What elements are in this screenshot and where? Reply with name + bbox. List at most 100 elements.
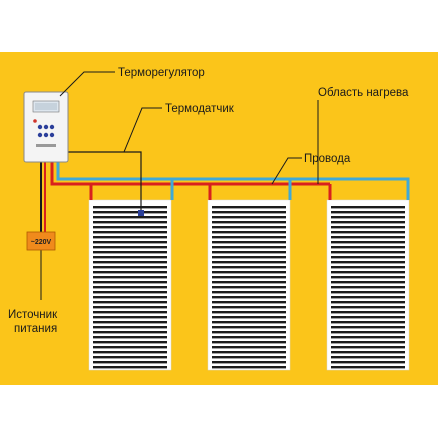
thermostat-button-6 — [49, 132, 55, 138]
heating-stripe — [331, 311, 405, 314]
heating-stripe — [93, 316, 167, 319]
sensor-leader — [123, 107, 162, 153]
heating-stripe — [331, 211, 405, 214]
red-wire-bus — [50, 162, 330, 186]
heating-stripe — [212, 286, 286, 289]
heating-stripe — [331, 336, 405, 339]
heating-stripe — [331, 256, 405, 259]
thermostat-button-1 — [37, 124, 43, 130]
power-source-label-line2: питания — [14, 323, 57, 335]
heating-stripe — [331, 316, 405, 319]
heating-stripe — [93, 236, 167, 239]
heating-stripe — [93, 296, 167, 299]
heating-stripe — [93, 291, 167, 294]
heating-stripe — [331, 291, 405, 294]
heating-stripe — [212, 281, 286, 284]
heating-stripe — [331, 271, 405, 274]
heating-stripe — [93, 306, 167, 309]
heating-stripe — [331, 266, 405, 269]
heating-stripe — [331, 341, 405, 344]
heating-stripe — [212, 246, 286, 249]
heating-stripe — [93, 331, 167, 334]
heating-stripe — [331, 236, 405, 239]
heating-stripe — [93, 281, 167, 284]
heating-stripe — [212, 266, 286, 269]
heating-stripe — [93, 241, 167, 244]
heating-area-label: Область нагрева — [318, 87, 409, 99]
heating-stripe — [212, 356, 286, 359]
heating-stripe — [93, 321, 167, 324]
heating-stripe — [212, 216, 286, 219]
heating-stripe — [93, 346, 167, 349]
heating-stripe — [93, 261, 167, 264]
heating-stripe — [212, 316, 286, 319]
heating-panel-3 — [326, 199, 410, 371]
heating-stripe — [331, 226, 405, 229]
heating-stripe — [212, 336, 286, 339]
thermostat-screen — [35, 103, 57, 110]
heating-stripe — [212, 241, 286, 244]
sensor-cable — [66, 151, 142, 212]
heating-stripe — [331, 261, 405, 264]
heating-stripe — [331, 221, 405, 224]
thermostat-button-3 — [49, 124, 55, 130]
heating-stripe — [331, 326, 405, 329]
heating-stripe — [93, 276, 167, 279]
heating-stripe — [331, 361, 405, 364]
heating-stripe — [212, 291, 286, 294]
wires-leader — [271, 157, 302, 185]
heating-stripe — [331, 251, 405, 254]
blue-wire-bus — [56, 162, 410, 200]
heating-stripe — [93, 336, 167, 339]
heating-stripe — [212, 271, 286, 274]
heating-stripe — [93, 341, 167, 344]
heating-stripe — [331, 231, 405, 234]
heating-stripe — [93, 221, 167, 224]
heating-stripe — [93, 271, 167, 274]
heating-stripe — [212, 261, 286, 264]
heating-stripe — [93, 231, 167, 234]
heating-panel-2 — [207, 199, 291, 371]
heating-stripe — [93, 361, 167, 364]
heating-stripe — [93, 356, 167, 359]
heating-stripe — [212, 331, 286, 334]
heating-stripe — [212, 351, 286, 354]
leader-lines — [59, 71, 319, 185]
heating-stripe — [93, 246, 167, 249]
heating-stripe — [93, 286, 167, 289]
heating-stripe — [212, 236, 286, 239]
heating-stripe — [212, 211, 286, 214]
heating-panel-film — [207, 199, 291, 371]
heating-stripe — [93, 266, 167, 269]
thermostat-label: Терморегулятор — [118, 67, 205, 79]
thermostat-led — [33, 119, 37, 123]
heating-stripe — [331, 351, 405, 354]
heating-stripe — [331, 301, 405, 304]
heating-stripe — [212, 251, 286, 254]
thermostat-leader — [59, 71, 115, 97]
thermostat-button-2 — [43, 124, 49, 130]
heating-stripe — [212, 226, 286, 229]
heating-stripe — [331, 286, 405, 289]
heating-stripe — [331, 306, 405, 309]
heating-stripe — [93, 206, 167, 209]
heating-stripe — [212, 361, 286, 364]
heating-stripe — [331, 246, 405, 249]
heating-stripe — [93, 251, 167, 254]
heating-stripe — [212, 346, 286, 349]
heating-stripe — [93, 216, 167, 219]
heating-stripe — [331, 281, 405, 284]
heating-stripe — [212, 296, 286, 299]
heating-stripe — [331, 276, 405, 279]
power-voltage-label: ~220V — [31, 239, 52, 246]
heating-panel-film — [88, 199, 172, 371]
heating-stripe — [93, 256, 167, 259]
heating-stripe — [212, 301, 286, 304]
thermostat-brand-mark — [36, 144, 56, 147]
heating-stripe — [331, 321, 405, 324]
heating-stripe — [93, 326, 167, 329]
heating-stripe — [331, 346, 405, 349]
heating-panels — [88, 199, 410, 371]
heating-stripe — [331, 241, 405, 244]
